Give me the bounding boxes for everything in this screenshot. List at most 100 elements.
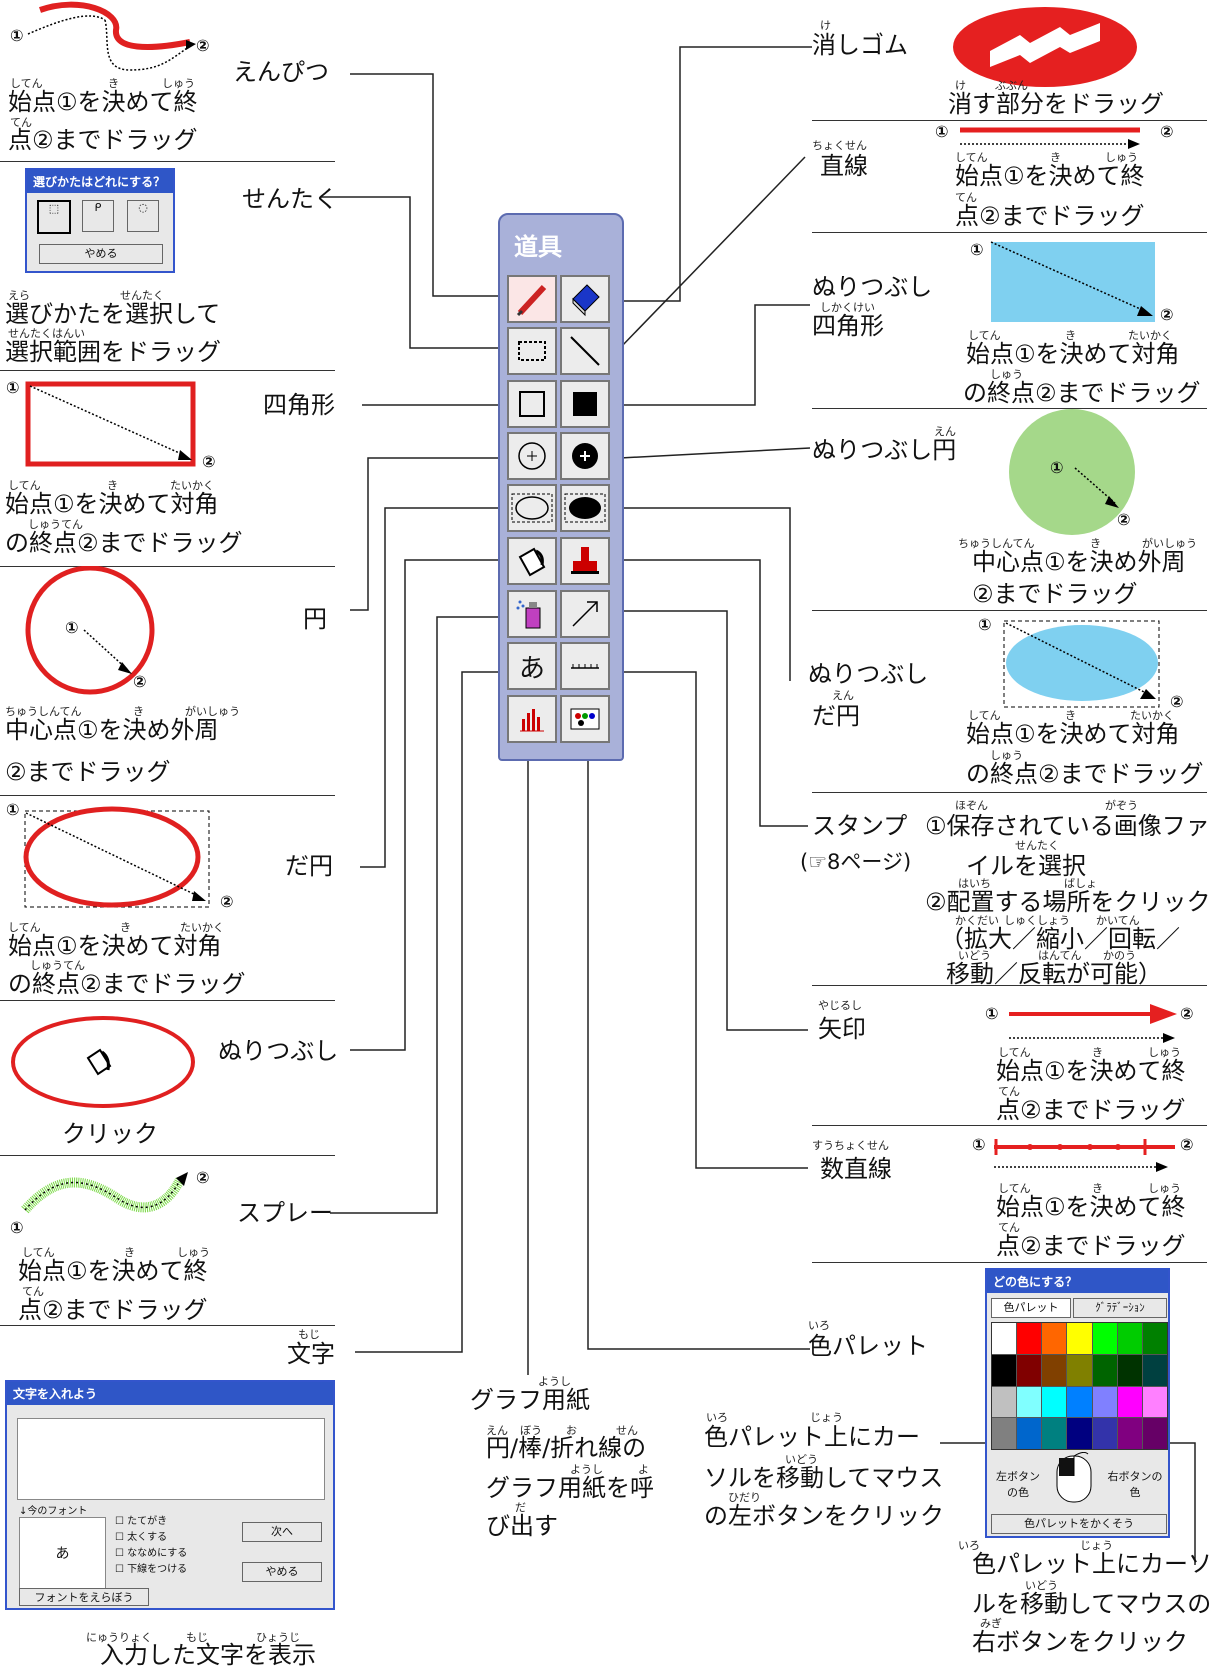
rect-select-option[interactable]: ⬚ bbox=[37, 200, 71, 234]
color-swatch[interactable] bbox=[1117, 1418, 1142, 1449]
option-bold[interactable]: ☐ 太くする bbox=[115, 1532, 168, 1543]
numline-example-drawing bbox=[994, 1139, 1175, 1172]
spray-tool-button[interactable] bbox=[507, 590, 557, 638]
select-tool-button[interactable] bbox=[507, 327, 557, 375]
color-swatch[interactable] bbox=[1067, 1323, 1092, 1354]
rect-desc-1: 始点①を決めて対角 bbox=[5, 490, 219, 518]
stamp-step-1: ①保存されている画像ファ bbox=[925, 812, 1210, 840]
ruby: やじるし bbox=[818, 999, 862, 1012]
ruby: き bbox=[124, 1246, 135, 1259]
marker-start: ① bbox=[6, 800, 20, 819]
color-swatch[interactable] bbox=[1042, 1323, 1067, 1354]
rect-desc-2: の終点②までドラッグ bbox=[5, 529, 243, 557]
rect-tool-button[interactable] bbox=[507, 380, 557, 428]
ruby: しゅう bbox=[990, 749, 1023, 762]
arrow-icon bbox=[572, 601, 598, 627]
color-swatch[interactable] bbox=[1042, 1418, 1067, 1449]
bar-chart-icon bbox=[520, 709, 544, 732]
tab-gradation[interactable]: ｸﾞﾗﾃﾞｰｼｮﾝ bbox=[1073, 1298, 1167, 1318]
ruby: き bbox=[1065, 329, 1076, 342]
text-desc: 入力した文字を表示 bbox=[100, 1641, 316, 1669]
graph-tool-button[interactable] bbox=[507, 695, 557, 743]
color-swatch[interactable] bbox=[1142, 1323, 1167, 1354]
color-swatch[interactable] bbox=[1017, 1323, 1042, 1354]
color-swatch[interactable] bbox=[1092, 1418, 1117, 1449]
color-swatch[interactable] bbox=[1142, 1386, 1167, 1418]
divider bbox=[812, 1262, 1207, 1263]
tab-palette[interactable]: 色パレット bbox=[991, 1298, 1071, 1318]
fillellipse-example-drawing bbox=[1003, 620, 1160, 708]
circle-icon bbox=[518, 442, 546, 470]
marker-end: ② bbox=[220, 892, 234, 911]
text-tool-button[interactable]: あ bbox=[507, 642, 557, 690]
text-input-area[interactable] bbox=[17, 1418, 325, 1500]
color-swatch[interactable] bbox=[1092, 1323, 1117, 1354]
color-swatch[interactable] bbox=[1067, 1354, 1092, 1386]
hide-palette-button[interactable]: 色パレットをかくそう bbox=[991, 1514, 1167, 1534]
numline-label: 数直線 bbox=[820, 1155, 892, 1183]
ruby: えん bbox=[934, 425, 956, 438]
ellipse-tool-button[interactable] bbox=[507, 484, 557, 532]
color-swatch[interactable] bbox=[1017, 1354, 1042, 1386]
color-swatch[interactable] bbox=[1017, 1386, 1042, 1418]
right-click-desc-1: 色パレット上にカーソ bbox=[972, 1550, 1212, 1578]
mouse-icon bbox=[1056, 1452, 1092, 1503]
divider bbox=[0, 566, 335, 567]
select-cancel-button[interactable]: やめる bbox=[39, 244, 163, 264]
color-swatch[interactable] bbox=[1067, 1386, 1092, 1418]
marker-end: ② bbox=[1117, 510, 1131, 529]
text-label: 文字 bbox=[287, 1340, 335, 1368]
color-swatch[interactable] bbox=[992, 1354, 1017, 1386]
numberline-tool-button[interactable] bbox=[560, 642, 610, 690]
text-cancel-button[interactable]: やめる bbox=[242, 1562, 322, 1582]
color-swatch[interactable] bbox=[1142, 1354, 1167, 1386]
ruby: してん bbox=[955, 151, 988, 164]
ruby: いどう bbox=[1025, 1579, 1058, 1592]
lasso-select-option[interactable]: ᑭ bbox=[82, 200, 114, 232]
marker-start: ① bbox=[970, 240, 984, 259]
option-italic[interactable]: ☐ ななめにする bbox=[115, 1548, 188, 1559]
option-vertical[interactable]: ☐ たてがき bbox=[115, 1516, 168, 1527]
color-swatch[interactable] bbox=[1042, 1354, 1067, 1386]
ellipse-select-option[interactable]: ◌ bbox=[127, 200, 159, 232]
fill-ellipse-tool-button[interactable] bbox=[560, 484, 610, 532]
arrow-tool-button[interactable] bbox=[560, 590, 610, 638]
line-tool-button[interactable] bbox=[560, 327, 610, 375]
color-swatch[interactable] bbox=[1142, 1418, 1167, 1449]
color-swatch[interactable] bbox=[992, 1418, 1017, 1449]
ruby: たいかく bbox=[1128, 329, 1172, 342]
color-swatch[interactable] bbox=[992, 1323, 1017, 1354]
color-swatch[interactable] bbox=[1067, 1418, 1092, 1449]
next-button[interactable]: 次へ bbox=[242, 1522, 322, 1542]
color-palette-tool-button[interactable] bbox=[560, 695, 610, 743]
choose-font-button[interactable]: フォントをえらぼう bbox=[19, 1588, 149, 1606]
ruby: だ bbox=[515, 1501, 526, 1514]
color-swatch[interactable] bbox=[1117, 1386, 1142, 1418]
color-swatch[interactable] bbox=[1092, 1386, 1117, 1418]
color-swatch[interactable] bbox=[1117, 1323, 1142, 1354]
eraser-tool-button[interactable] bbox=[560, 275, 610, 323]
eraser-label: 消しゴム bbox=[812, 31, 908, 59]
color-swatch[interactable] bbox=[992, 1386, 1017, 1418]
option-underline[interactable]: ☐ 下線をつける bbox=[115, 1564, 188, 1575]
fill-tool-button[interactable] bbox=[507, 537, 557, 585]
color-swatch[interactable] bbox=[1017, 1418, 1042, 1449]
color-swatch[interactable] bbox=[1117, 1354, 1142, 1386]
marker-start: ① bbox=[972, 1135, 986, 1154]
fill-example-drawing bbox=[11, 1016, 195, 1108]
pencil-tool-button[interactable] bbox=[507, 275, 557, 323]
circle-tool-button[interactable] bbox=[507, 432, 557, 480]
ruby: しゅくしょう bbox=[1004, 914, 1070, 927]
ruby: しゅう bbox=[1105, 151, 1138, 164]
colors-label: 色パレット bbox=[808, 1332, 928, 1360]
stamp-tool-button[interactable] bbox=[560, 537, 610, 585]
color-swatch[interactable] bbox=[1042, 1386, 1067, 1418]
color-swatch[interactable] bbox=[1092, 1354, 1117, 1386]
ruby: ほぞん bbox=[955, 799, 988, 812]
text-input-dialog: 文字を入れよう ↓今のフォント あ ☐ たてがき ☐ 太くする ☐ ななめにする… bbox=[5, 1380, 335, 1610]
color-palette-icon bbox=[570, 708, 600, 730]
ellipse-example-drawing bbox=[23, 806, 210, 908]
fill-circle-tool-button[interactable] bbox=[560, 432, 610, 480]
right-click-desc-3: 右ボタンをクリック bbox=[972, 1628, 1188, 1656]
fill-rect-tool-button[interactable] bbox=[560, 380, 610, 428]
